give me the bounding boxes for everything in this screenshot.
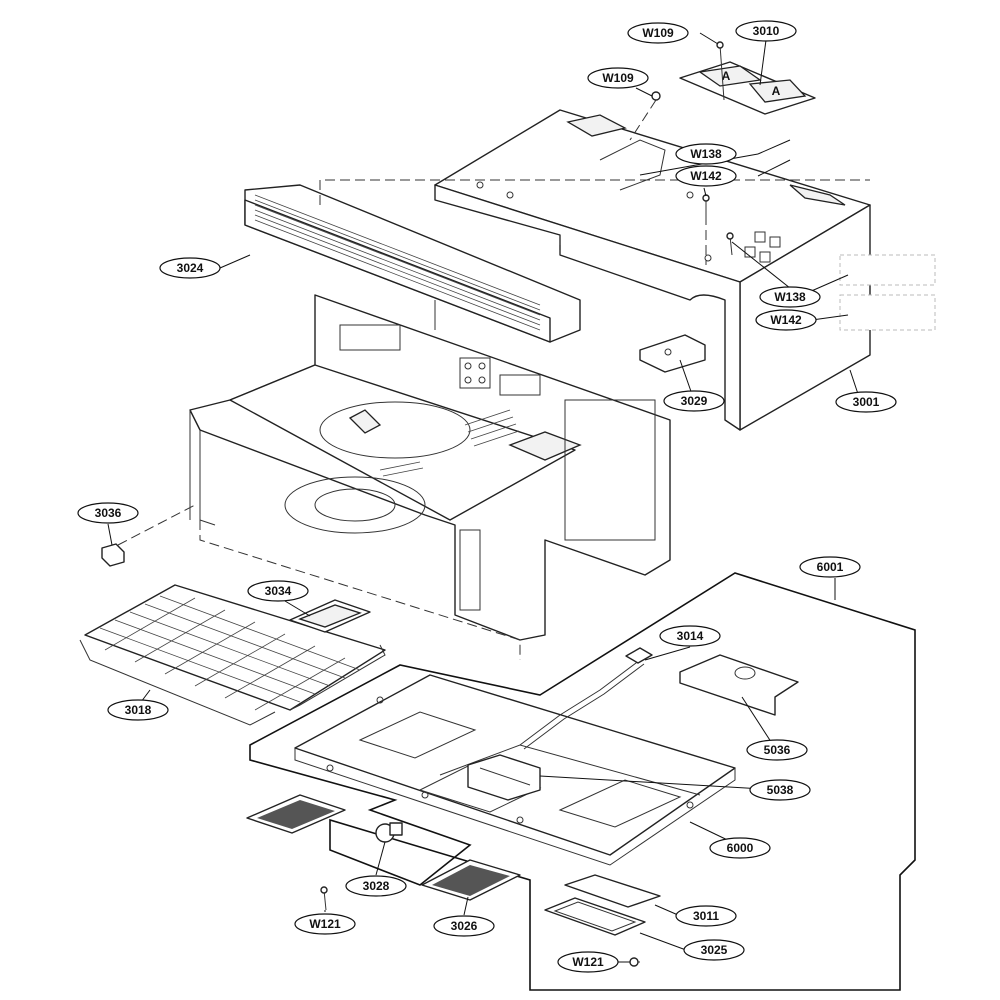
callout-label: 3029 [681,394,708,408]
bracket-3029 [639,334,706,373]
callout-label: W142 [770,313,802,327]
bracket-mark-a-left: A [722,69,731,83]
callout-3036: 3036 [77,502,139,524]
lamp-cover-3025 [544,897,646,936]
screw-w109-top [716,41,725,101]
callout-label: W121 [309,917,341,931]
callout-3026: 3026 [433,915,495,937]
callout-w138-upper: W138 [675,143,737,165]
callout-label: 6000 [727,841,754,855]
vent-grille-3024 [244,179,870,343]
callout-label: 3025 [701,943,728,957]
callout-label: 3001 [853,395,880,409]
callout-label: W138 [690,147,722,161]
callout-3028: 3028 [345,875,407,897]
grease-filter-3026 [421,859,521,901]
lamp-3028 [375,822,403,843]
screw-w138-w142-upper [702,194,710,265]
assembly-group-6001 [249,572,916,991]
callout-label: 3034 [265,584,292,598]
callout-3034: 3034 [247,580,309,602]
latch-3036 [101,504,196,567]
callout-label: W109 [602,71,634,85]
bracket-mark-a-right: A [772,84,781,98]
callout-w109-left: W109 [587,67,649,89]
callout-label: W109 [642,26,674,40]
callout-3014: 3014 [659,625,721,647]
grease-filter-left [246,794,346,834]
callout-3001: 3001 [835,391,897,413]
callout-3025: 3025 [683,939,745,961]
wire-rack-3018 [79,584,386,726]
screw-w138-w142-lower [726,232,734,256]
callout-w121-left: W121 [294,913,356,935]
callout-5038: 5038 [749,779,811,801]
side-blank-box-upper [839,254,936,286]
callout-label: 3024 [177,261,204,275]
callout-label: W142 [690,169,722,183]
callout-label: 3028 [363,879,390,893]
callout-w142-upper: W142 [675,165,737,187]
callout-3011: 3011 [675,905,737,927]
callout-3010: 3010 [735,20,797,42]
callout-3018: 3018 [107,699,169,721]
callout-label: 5036 [764,743,791,757]
callout-6000: 6000 [709,837,771,859]
inner-cavity [189,294,671,660]
callout-3024: 3024 [159,257,221,279]
lens-3011 [564,874,661,908]
callout-label: 3011 [693,909,719,923]
cover-5036 [679,654,799,716]
callout-w138-lower: W138 [759,286,821,308]
callout-label: 3014 [677,629,704,643]
callout-label: 3026 [451,919,478,933]
side-blank-box-lower [839,294,936,331]
callout-w142-lower: W142 [755,309,817,331]
top-plate-3010: A A [679,61,816,115]
callout-label: 3036 [95,506,122,520]
callout-6001: 6001 [799,556,861,578]
callout-label: 3010 [753,24,780,38]
callout-label: W138 [774,290,806,304]
callout-label: W121 [572,955,604,969]
screw-w109-left [629,91,661,141]
terminal-block-5038 [467,754,541,801]
callout-3029: 3029 [663,390,725,412]
cover-plate-3034 [289,599,371,633]
screw-w121-left [320,886,328,911]
callout-label: 5038 [767,783,794,797]
callout-w121-right: W121 [557,951,619,973]
callout-w109-top: W109 [627,22,689,44]
callout-5036: 5036 [746,739,808,761]
wire-harness-3014 [519,647,653,750]
screw-w121-right [629,957,640,967]
callout-label: 6001 [817,560,844,574]
callout-label: 3018 [125,703,152,717]
